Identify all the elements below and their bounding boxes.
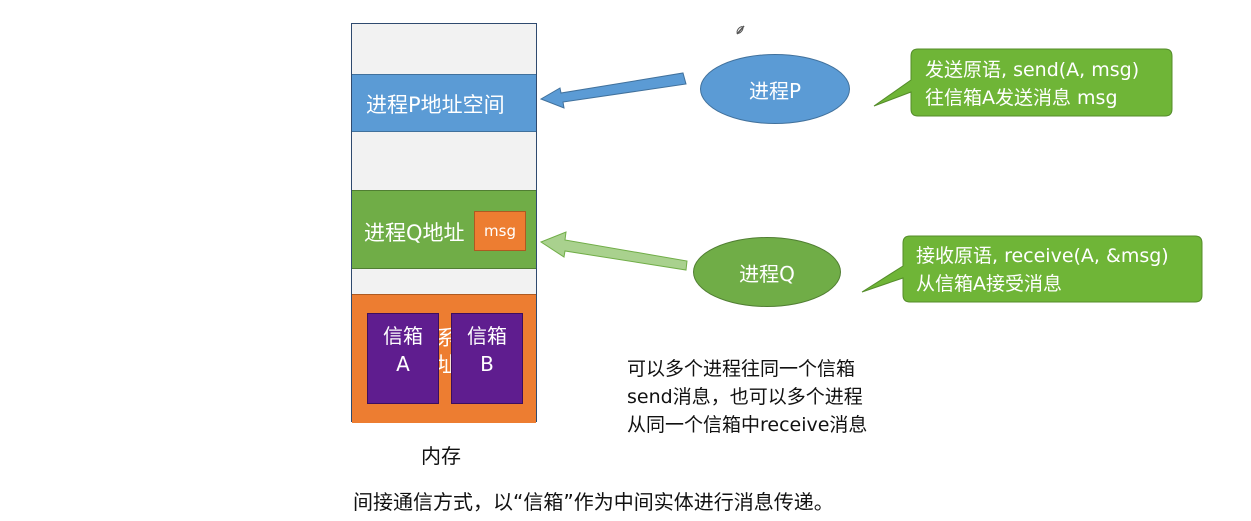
callout-p-shape: [873, 48, 1173, 117]
process-p-address-space-label: 进程P地址空间: [366, 93, 505, 117]
mailbox-a: 信箱 A: [367, 313, 439, 404]
mailbox-a-title: 信箱: [383, 324, 423, 348]
callout-q-text: 接收原语, receive(A, &msg) 从信箱A接受消息: [916, 242, 1169, 298]
callout-p-line1: 发送原语, send(A, msg): [925, 59, 1140, 81]
mailbox-b-id: B: [480, 352, 494, 376]
process-p-node: 进程P: [700, 54, 850, 124]
callout-p-text: 发送原语, send(A, msg) 往信箱A发送消息 msg: [925, 56, 1139, 112]
arrow-p-to-memory: [539, 72, 687, 109]
kernel-space: 系 址 信箱 A 信箱 B: [352, 294, 536, 423]
mailbox-a-id: A: [396, 352, 410, 376]
memory-column: 进程P地址空间 进程Q地址 msg 系 址 信箱 A 信箱 B: [351, 23, 537, 423]
mailbox-b-title: 信箱: [467, 324, 507, 348]
pencil-icon: [736, 25, 745, 35]
process-q-label: 进程Q: [739, 261, 795, 286]
note-line3: 从同一个信箱中receive消息: [627, 414, 868, 436]
process-q-address-space: 进程Q地址 msg: [352, 190, 536, 269]
note-line1: 可以多个进程往同一个信箱: [627, 358, 856, 380]
callout-q-line2: 从信箱A接受消息: [916, 273, 1062, 295]
process-p-label: 进程P: [748, 78, 802, 103]
process-p-address-space: 进程P地址空间: [352, 74, 536, 132]
note-text: 可以多个进程往同一个信箱 send消息，也可以多个进程 从同一个信箱中recei…: [627, 355, 867, 439]
callout-p-line2: 往信箱A发送消息 msg: [925, 87, 1118, 109]
caption: 间接通信方式，以“信箱”作为中间实体进行消息传递。: [353, 490, 834, 514]
process-q-address-space-label: 进程Q地址: [364, 221, 465, 245]
callout-q-shape: [861, 235, 1203, 303]
process-q-node: 进程Q: [693, 237, 841, 307]
msg-block: msg: [474, 211, 526, 251]
msg-block-label: msg: [484, 222, 516, 240]
memory-label: 内存: [421, 444, 461, 468]
note-line2: send消息，也可以多个进程: [627, 386, 863, 408]
mailbox-b: 信箱 B: [451, 313, 523, 404]
callout-q-line1: 接收原语, receive(A, &msg): [916, 245, 1169, 267]
arrow-q-to-msg: [539, 231, 688, 271]
